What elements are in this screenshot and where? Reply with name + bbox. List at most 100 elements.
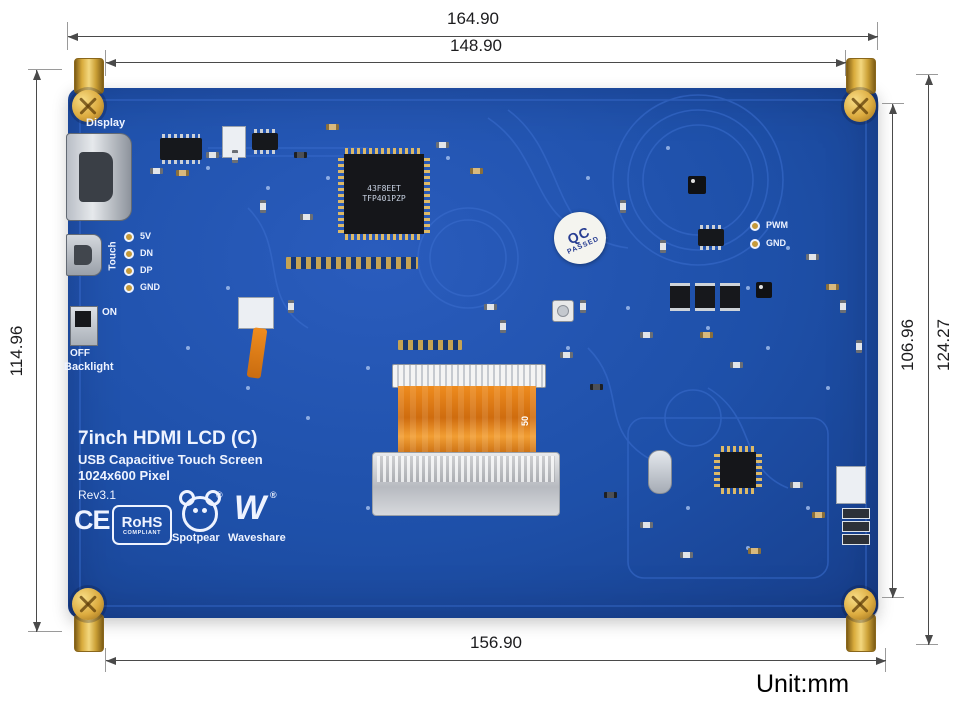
pad-dp: [124, 266, 134, 276]
pad-5v: [124, 232, 134, 242]
chip-pins-left: [338, 155, 344, 233]
component-resistor: [790, 482, 803, 488]
chip-marking-line2: TFP401PZP: [362, 194, 406, 203]
inductor-3: [720, 283, 740, 311]
chip-pins-top: [345, 148, 423, 154]
screw-top-left: [72, 90, 104, 122]
chip2-pins-right: [756, 453, 762, 487]
component-resistor: [288, 300, 294, 313]
dimension-bottom-line: [106, 656, 886, 665]
dimension-right-inner-label: 106.96: [898, 319, 917, 371]
component-resistor: [806, 254, 819, 260]
standoff-bottom-right: [846, 614, 876, 652]
pad-dn: [124, 249, 134, 259]
screw-bottom-left: [72, 588, 104, 620]
chip2-pins-left: [714, 453, 720, 487]
backlight-label: Backlight: [64, 361, 114, 373]
board-title: 7inch HDMI LCD (C): [78, 428, 258, 449]
component-resistor: [840, 300, 846, 313]
cable-marking: 50: [520, 415, 531, 427]
dimension-right-inner-line: [888, 104, 897, 598]
extension-line: [28, 69, 62, 70]
component-capacitor: [700, 332, 713, 338]
hdmi-decoder-chip: 43F8EET TFP401PZP: [338, 148, 430, 240]
rohs-text: RoHS: [121, 513, 163, 531]
component-capacitor: [470, 168, 483, 174]
pad-gnd: [124, 283, 134, 293]
chip-pins-right: [424, 155, 430, 233]
dimension-top-inner-label: 148.90: [450, 36, 502, 55]
component-resistor: [680, 552, 693, 558]
component-resistor: [206, 152, 219, 158]
pad-pwm: [750, 221, 760, 231]
pad-pwm-label: PWM: [766, 220, 788, 230]
jumper-pad-3: [842, 534, 870, 545]
component-resistor: [500, 320, 506, 333]
extension-line: [916, 74, 938, 75]
component-capacitor: [326, 124, 339, 130]
extension-line: [67, 22, 68, 50]
jumper-pad-2: [842, 521, 870, 532]
component-resistor: [640, 522, 653, 528]
chip-pins-bottom: [345, 234, 423, 240]
component-resistor: [260, 200, 266, 213]
ic-regulator: [252, 129, 278, 154]
extension-line: [105, 648, 106, 672]
component-resistor: [640, 332, 653, 338]
dimension-right-outer-line: [924, 75, 933, 645]
dimension-right-outer-label: 124.27: [934, 319, 953, 371]
waveshare-label: Waveshare: [228, 532, 286, 544]
dimension-top-outer-label: 164.90: [447, 9, 499, 28]
pad-dp-label: DP: [140, 265, 153, 275]
board-subtitle-1: USB Capacitive Touch Screen: [78, 452, 263, 467]
lcd-flex-cable: [398, 386, 536, 456]
ic-soic8: [160, 134, 202, 164]
board-subtitle-2: 1024x600 Pixel: [78, 468, 170, 483]
screw-bottom-right: [844, 588, 876, 620]
trimmer-potentiometer: [552, 300, 574, 322]
pad-gnd-label: GND: [140, 282, 160, 292]
touch-port-label: Touch: [107, 241, 119, 271]
inductor-2: [695, 283, 715, 311]
connector-6pin: [836, 466, 866, 504]
component-resistor: [856, 340, 862, 353]
extension-line: [882, 103, 904, 104]
pad-gnd2: [750, 239, 760, 249]
spotpear-label: Spotpear: [172, 532, 220, 544]
lcd-zif-connector: [372, 452, 560, 516]
component-capacitor: [176, 170, 189, 176]
component-capacitor: [812, 512, 825, 518]
component-resistor: [620, 200, 626, 213]
ic-marked-n: [688, 176, 706, 194]
crystal-oscillator: [648, 450, 672, 494]
component-resistor: [436, 142, 449, 148]
spotpear-bear-icon: [179, 490, 221, 532]
backlight-on-label: ON: [102, 307, 117, 318]
chip-die: 43F8EET TFP401PZP: [344, 154, 424, 234]
rohs-compliant-text: COMPLIANT: [122, 529, 162, 536]
waveshare-registered-mark: ®: [270, 490, 277, 500]
backlight-connector: [238, 297, 274, 329]
component-diode: [294, 152, 307, 158]
dimension-top-outer-line: [68, 32, 878, 41]
component-resistor: [660, 240, 666, 253]
dimension-bottom-label: 156.90: [470, 633, 522, 652]
hdmi-connector: [66, 133, 132, 221]
spotpear-registered-mark: ®: [216, 490, 223, 500]
dimension-left-line: [32, 70, 41, 632]
component-resistor: [300, 214, 313, 220]
inductor-1: [670, 283, 690, 311]
micro-usb-connector: [66, 234, 102, 276]
dimension-top-inner-line: [106, 58, 846, 67]
component-resistor: [150, 168, 163, 174]
unit-label: Unit:mm: [756, 670, 850, 698]
ce-logo: CE: [74, 505, 111, 535]
component-diode: [604, 492, 617, 498]
chip2-pins-top: [721, 446, 755, 452]
chip-marking-line1: 43F8EET: [367, 184, 401, 193]
screw-top-right: [844, 90, 876, 122]
extension-line: [28, 631, 62, 632]
ic-marked-x: [756, 282, 772, 298]
standoff-top-right: [846, 58, 876, 94]
